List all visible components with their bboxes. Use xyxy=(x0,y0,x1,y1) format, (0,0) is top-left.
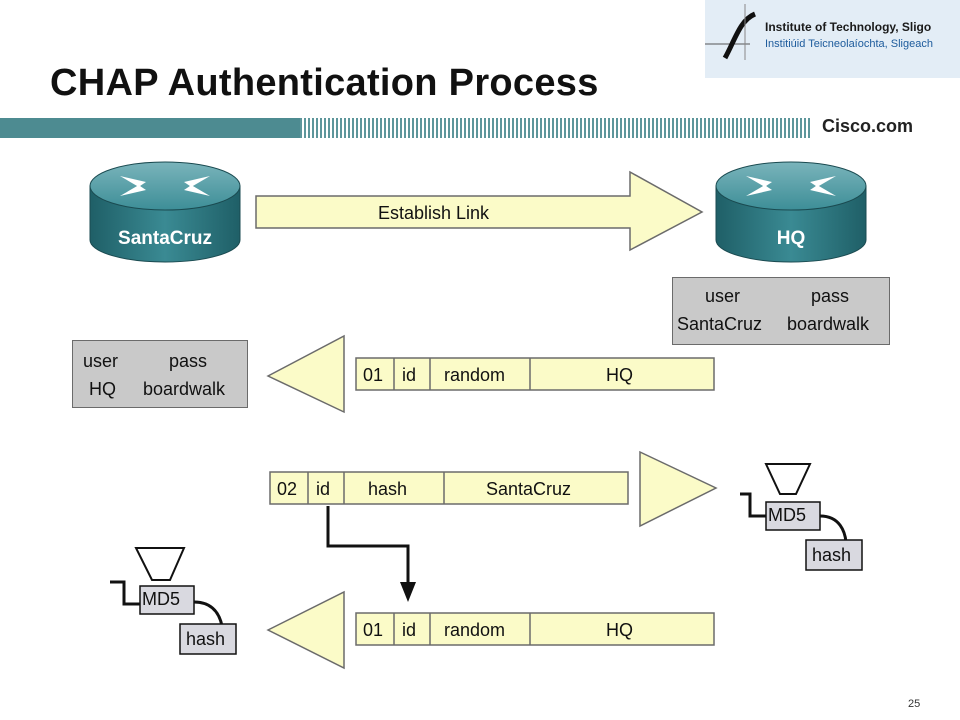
md5-left-label: MD5 xyxy=(142,589,181,609)
challenge-code: 01 xyxy=(363,365,384,385)
sc-col-pass: pass xyxy=(169,351,208,371)
challenge-repeat-code: 01 xyxy=(363,620,384,640)
router-hq-label: HQ xyxy=(776,228,806,249)
hq-val-pass: boardwalk xyxy=(787,314,870,334)
hq-credentials-table: user pass SantaCruz boardwalk xyxy=(672,277,890,345)
challenge-repeat-name: HQ xyxy=(606,620,633,640)
page-number: 25 xyxy=(908,698,921,710)
challenge-repeat-id: id xyxy=(402,620,417,640)
header-bar xyxy=(0,118,810,138)
sc-col-user: user xyxy=(83,351,119,371)
md5-right-output: hash xyxy=(812,545,852,565)
logo-line1: Institute of Technology, Sligo xyxy=(765,20,932,34)
logo-swoosh-icon xyxy=(705,4,757,60)
challenge-value: random xyxy=(444,365,506,385)
logo-line2: Institiúid Teicneolaíochta, Sligeach xyxy=(765,38,933,50)
response-value: hash xyxy=(368,479,408,499)
hq-col-pass: pass xyxy=(811,286,850,306)
hq-val-user: SantaCruz xyxy=(677,314,763,334)
sc-val-pass: boardwalk xyxy=(143,379,226,399)
challenge-repeat-value: random xyxy=(444,620,506,640)
hq-col-user: user xyxy=(705,286,741,306)
sc-val-user: HQ xyxy=(89,379,116,399)
id-connector-arrow xyxy=(326,506,416,602)
md5-left-output: hash xyxy=(186,629,226,649)
cisco-brand: Cisco.com xyxy=(822,116,914,136)
md5-right-label: MD5 xyxy=(768,505,807,525)
response-code: 02 xyxy=(277,479,298,499)
institute-logo: Institute of Technology, Sligo Institiúi… xyxy=(705,0,960,78)
santacruz-credentials-table: user pass HQ boardwalk xyxy=(72,340,248,408)
response-name: SantaCruz xyxy=(486,479,572,499)
response-id: id xyxy=(316,479,331,499)
slide-title: CHAP Authentication Process xyxy=(50,62,599,104)
router-santacruz-label: SantaCruz xyxy=(118,228,212,249)
establish-link-label: Establish Link xyxy=(378,203,490,223)
challenge-id: id xyxy=(402,365,417,385)
challenge-name: HQ xyxy=(606,365,633,385)
